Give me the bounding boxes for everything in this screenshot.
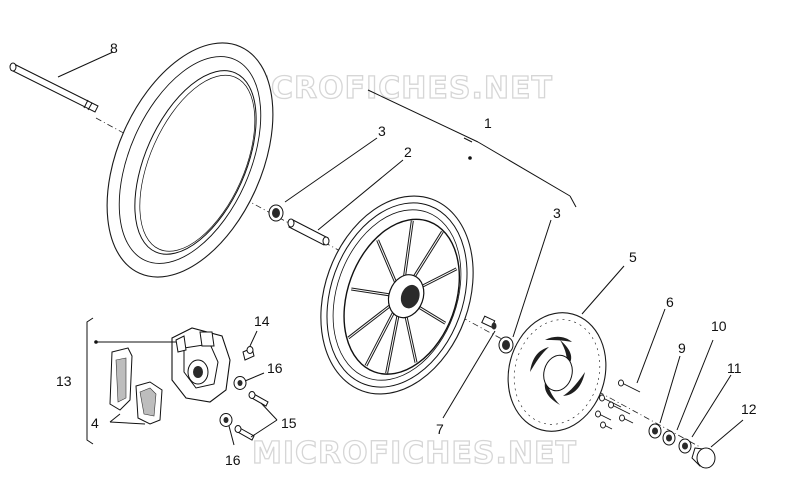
valve-point	[468, 156, 472, 160]
callout-16-upper: 16	[267, 360, 283, 376]
callout-4: 4	[91, 415, 99, 431]
axle-spindle	[9, 62, 99, 113]
tire-valve	[481, 315, 497, 330]
group-13-bracket	[86, 317, 94, 445]
bearing-right	[498, 336, 514, 354]
callout-3-right: 3	[553, 205, 561, 221]
callout-16-lower: 16	[225, 452, 241, 468]
axle-cap	[691, 447, 716, 469]
seal-11	[678, 438, 692, 454]
bleed-screw	[242, 346, 255, 361]
callout-6: 6	[666, 294, 674, 310]
callout-2: 2	[404, 144, 412, 160]
callout-14: 14	[254, 313, 270, 329]
caliper-washer-upper	[233, 376, 247, 390]
disc-bolts	[595, 379, 641, 430]
callout-5: 5	[629, 249, 637, 265]
wheel-rim	[320, 195, 474, 395]
tire	[106, 42, 274, 278]
callout-15: 15	[281, 415, 297, 431]
callout-7: 7	[436, 421, 444, 437]
callout-12: 12	[741, 401, 757, 417]
callout-9: 9	[678, 340, 686, 356]
caliper-washer-lower	[219, 413, 233, 427]
callout-13: 13	[56, 373, 72, 389]
callout-1: 1	[484, 115, 492, 131]
caliper-bolt-upper	[248, 391, 269, 407]
spacer-tube	[287, 218, 330, 246]
brake-pad-front	[109, 347, 133, 411]
watermark-bottom: MICROFICHES.NET	[252, 436, 577, 471]
brake-pad-rear	[135, 381, 163, 425]
brake-caliper	[171, 327, 231, 403]
callout-11: 11	[727, 360, 742, 376]
callout-8: 8	[110, 40, 118, 56]
brake-disc	[507, 312, 607, 432]
callout-3-left: 3	[378, 123, 386, 139]
leader-lines	[57, 51, 744, 448]
callout-10: 10	[711, 318, 727, 334]
bearing-left	[268, 204, 284, 222]
caliper-bolt-lower	[234, 425, 255, 441]
bearing-10	[662, 430, 676, 446]
washer-9	[648, 423, 662, 439]
